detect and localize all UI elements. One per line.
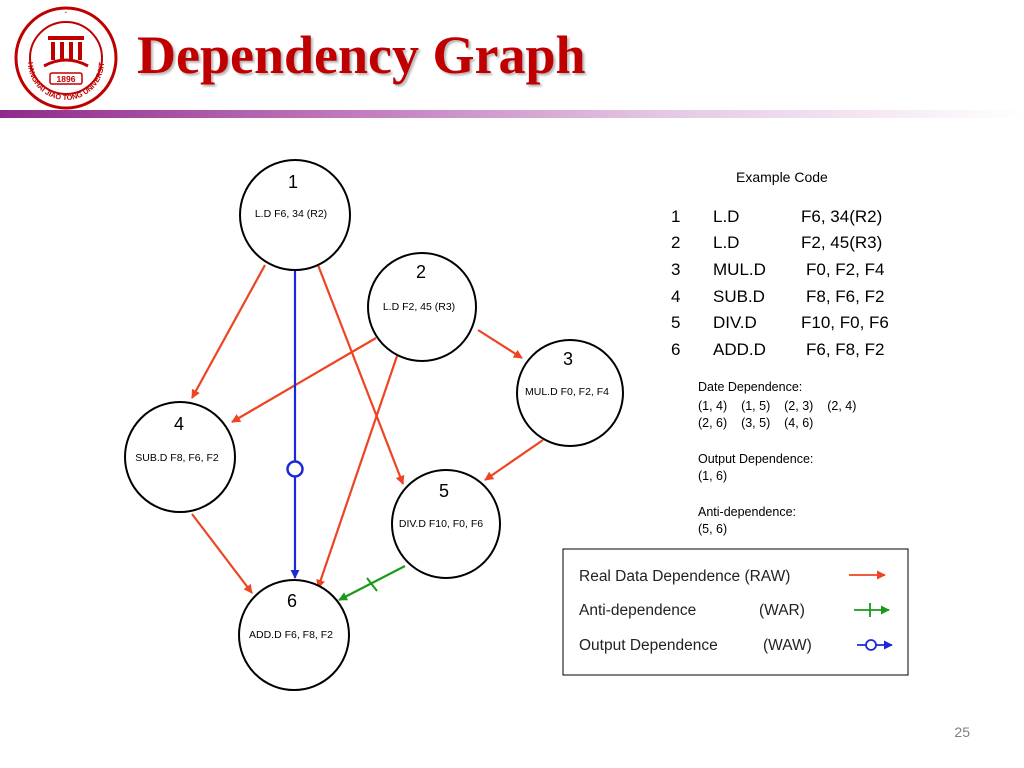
edge-raw-1-4 — [191, 264, 266, 399]
code-operands: F0, F2, F4 — [806, 260, 884, 279]
anti-dependence-pairs: (5, 6) — [698, 522, 727, 536]
code-operands: F6, 34(R2) — [801, 207, 882, 226]
example-code-heading: Example Code — [736, 169, 828, 185]
example-code: Example Code 1 L.D F6, 34(R2) 2 L.D F2, … — [671, 169, 889, 359]
legend-war-label: Anti-dependence — [579, 602, 696, 619]
node-3-number: 3 — [563, 349, 573, 369]
code-opcode: L.D — [713, 207, 739, 226]
legend-waw-ring — [865, 639, 877, 651]
code-opcode: MUL.D — [713, 260, 766, 279]
edge-raw-2-3 — [477, 329, 523, 359]
anti-dependence-heading: Anti-dependence: — [698, 505, 796, 519]
output-dependence-heading: Output Dependence: — [698, 452, 813, 466]
legend-waw-label: Output Dependence — [579, 637, 718, 654]
legend-war-abbr: (WAR) — [759, 602, 805, 619]
university-logo: SHANGHAI JIAO TONG UNIVERSITY · 1896 — [14, 6, 118, 110]
node-6-number: 6 — [287, 591, 297, 611]
code-row: 1 L.D F6, 34(R2) — [671, 207, 882, 226]
code-row: 2 L.D F2, 45(R3) — [671, 233, 882, 252]
node-5-instruction: DIV.D F10, F0, F6 — [399, 518, 483, 530]
code-opcode: SUB.D — [713, 287, 765, 306]
dependence-lists: Date Dependence: (1, 4) (1, 5) (2, 3) (2… — [698, 380, 856, 536]
code-row: 4 SUB.D F8, F6, F2 — [671, 287, 884, 306]
node-4: 4 SUB.D F8, F6, F2 — [124, 401, 236, 513]
title-divider — [0, 110, 1024, 118]
page-number: 25 — [954, 724, 970, 740]
node-2: 2 L.D F2, 45 (R3) — [367, 252, 477, 362]
edge-war-5-6-tick — [366, 577, 378, 592]
code-row: 3 MUL.D F0, F2, F4 — [671, 260, 884, 279]
code-line-number: 2 — [671, 233, 680, 252]
node-4-instruction: SUB.D F8, F6, F2 — [135, 452, 219, 464]
node-2-instruction: L.D F2, 45 (R3) — [383, 301, 455, 313]
code-line-number: 4 — [671, 287, 680, 306]
node-1-instruction: L.D F6, 34 (R2) — [255, 208, 327, 220]
node-6-instruction: ADD.D F6, F8, F2 — [249, 629, 333, 641]
data-dependence-pairs-line1: (1, 4) (1, 5) (2, 3) (2, 4) — [698, 399, 856, 413]
legend-raw-label: Real Data Dependence (RAW) — [579, 568, 790, 585]
data-dependence-pairs-line2: (2, 6) (3, 5) (4, 6) — [698, 416, 813, 430]
code-row: 6 ADD.D F6, F8, F2 — [671, 340, 884, 359]
code-line-number: 3 — [671, 260, 680, 279]
code-line-number: 6 — [671, 340, 680, 359]
code-row: 5 DIV.D F10, F0, F6 — [671, 313, 889, 332]
code-operands: F10, F0, F6 — [801, 313, 889, 332]
node-4-number: 4 — [174, 414, 184, 434]
node-6: 6 ADD.D F6, F8, F2 — [238, 579, 350, 691]
node-5: 5 DIV.D F10, F0, F6 — [391, 469, 501, 579]
node-3-instruction: MUL.D F0, F2, F4 — [525, 386, 609, 398]
edge-waw-1-6-ring — [286, 460, 304, 478]
legend: Real Data Dependence (RAW) Anti-dependen… — [562, 548, 909, 676]
logo-emblem — [43, 36, 89, 85]
code-operands: F2, 45(R3) — [801, 233, 882, 252]
node-3: 3 MUL.D F0, F2, F4 — [516, 339, 624, 447]
node-1-number: 1 — [288, 172, 298, 192]
code-opcode: L.D — [713, 233, 739, 252]
code-operands: F6, F8, F2 — [806, 340, 884, 359]
node-5-number: 5 — [439, 481, 449, 501]
edge-raw-4-6 — [191, 513, 253, 594]
logo-year: 1896 — [57, 74, 76, 84]
node-2-number: 2 — [416, 262, 426, 282]
svg-text:·: · — [64, 8, 67, 19]
legend-waw-abbr: (WAW) — [763, 637, 812, 654]
output-dependence-pairs: (1, 6) — [698, 469, 727, 483]
code-opcode: ADD.D — [713, 340, 766, 359]
code-line-number: 5 — [671, 313, 680, 332]
code-line-number: 1 — [671, 207, 680, 226]
edge-raw-3-5 — [484, 439, 544, 481]
data-dependence-heading: Date Dependence: — [698, 380, 802, 394]
edge-raw-2-4 — [231, 337, 377, 423]
node-1: 1 L.D F6, 34 (R2) — [239, 159, 351, 271]
edge-raw-1-5 — [316, 264, 405, 485]
code-operands: F8, F6, F2 — [806, 287, 884, 306]
code-opcode: DIV.D — [713, 313, 757, 332]
slide-title: Dependency Graph — [137, 25, 586, 85]
edge-raw-2-6 — [316, 355, 399, 589]
